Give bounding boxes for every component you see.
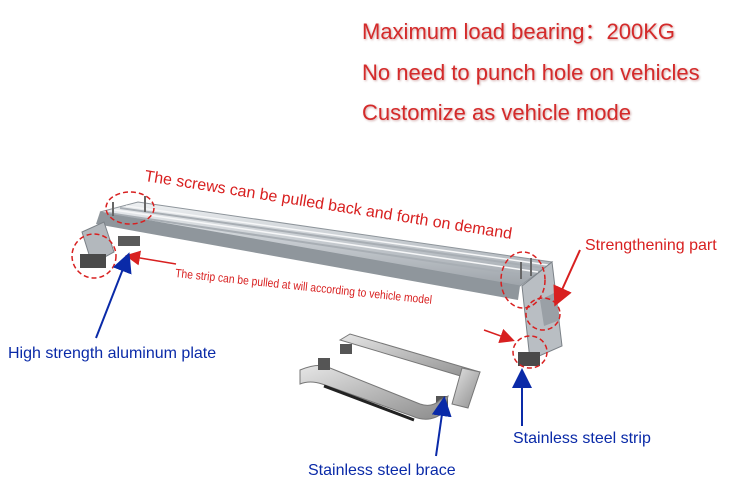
- headline-no-punch: No need to punch hole on vehicles: [362, 60, 700, 85]
- headline-customize: Customize as vehicle mode: [362, 100, 632, 125]
- label-aluminum-plate: High strength aluminum plate: [8, 345, 217, 362]
- steel-strip: [299, 358, 449, 422]
- label-steel-strip: Stainless steel strip: [513, 430, 651, 447]
- label-steel-brace: Stainless steel brace: [308, 462, 456, 479]
- headline-load-bearing: Maximum load bearing：200KG: [362, 19, 676, 44]
- strengthening-highlight: [525, 297, 561, 331]
- strip-pull-arrow-right: [483, 328, 515, 344]
- strengthening-arrow: [553, 249, 581, 307]
- strip-pull-arrow-left: [125, 250, 177, 266]
- screw-highlight-right: [500, 251, 546, 309]
- aluminum-plate-arrow: [95, 252, 132, 339]
- running-board: [80, 196, 563, 366]
- brace-arrow: [431, 396, 452, 457]
- label-strengthening-part: Strengthening part: [585, 237, 717, 254]
- screw-highlight-left: [105, 191, 155, 225]
